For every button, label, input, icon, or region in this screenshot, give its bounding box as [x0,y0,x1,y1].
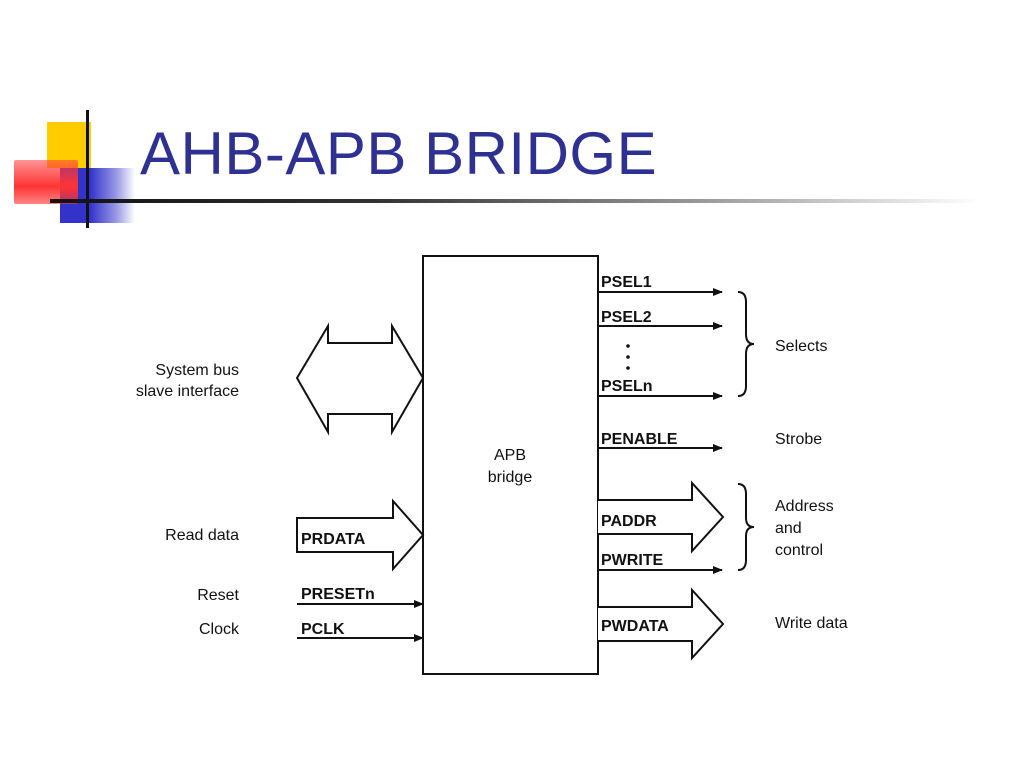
pclk-signal: PCLK [301,621,345,638]
write-data-label: Write data [775,615,848,632]
address-label-line3: control [775,542,823,559]
strobe-label: Strobe [775,431,822,448]
prdata-signal: PRDATA [301,531,366,548]
decor-vertical-line [86,110,89,228]
clock-label: Clock [199,621,240,638]
ellipsis-dot-1 [626,344,630,348]
reset-label: Reset [197,587,239,604]
psel2-signal: PSEL2 [601,309,652,326]
address-label-line1: Address [775,498,834,515]
selects-brace [737,291,755,397]
pseln-signal: PSELn [601,378,653,395]
system-bus-label-line2: slave interface [136,383,239,400]
penable-signal: PENABLE [601,431,678,448]
paddr-block-arrow [598,480,725,554]
presetn-signal: PRESETn [301,586,375,603]
slide-title: AHB-APB BRIDGE [140,120,658,187]
pwdata-signal: PWDATA [601,618,669,635]
system-bus-double-arrow [295,322,425,436]
psel1-signal: PSEL1 [601,274,652,291]
address-label-line2: and [775,520,802,537]
paddr-signal: PADDR [601,513,657,530]
apb-bridge-block [422,255,599,675]
read-data-label: Read data [165,527,239,544]
prdata-block-arrow [296,498,425,572]
title-underline [50,199,980,203]
pwdata-block-arrow [598,587,725,661]
address-control-brace [737,483,755,571]
block-label-bridge: bridge [488,469,533,486]
decor-red-square [14,160,78,204]
ellipsis-dot-2 [626,355,630,359]
pwrite-signal: PWRITE [601,552,664,569]
system-bus-label-line1: System bus [155,362,239,379]
ellipsis-dot-3 [626,366,630,370]
selects-label: Selects [775,338,827,355]
block-label-apb: APB [494,447,526,464]
